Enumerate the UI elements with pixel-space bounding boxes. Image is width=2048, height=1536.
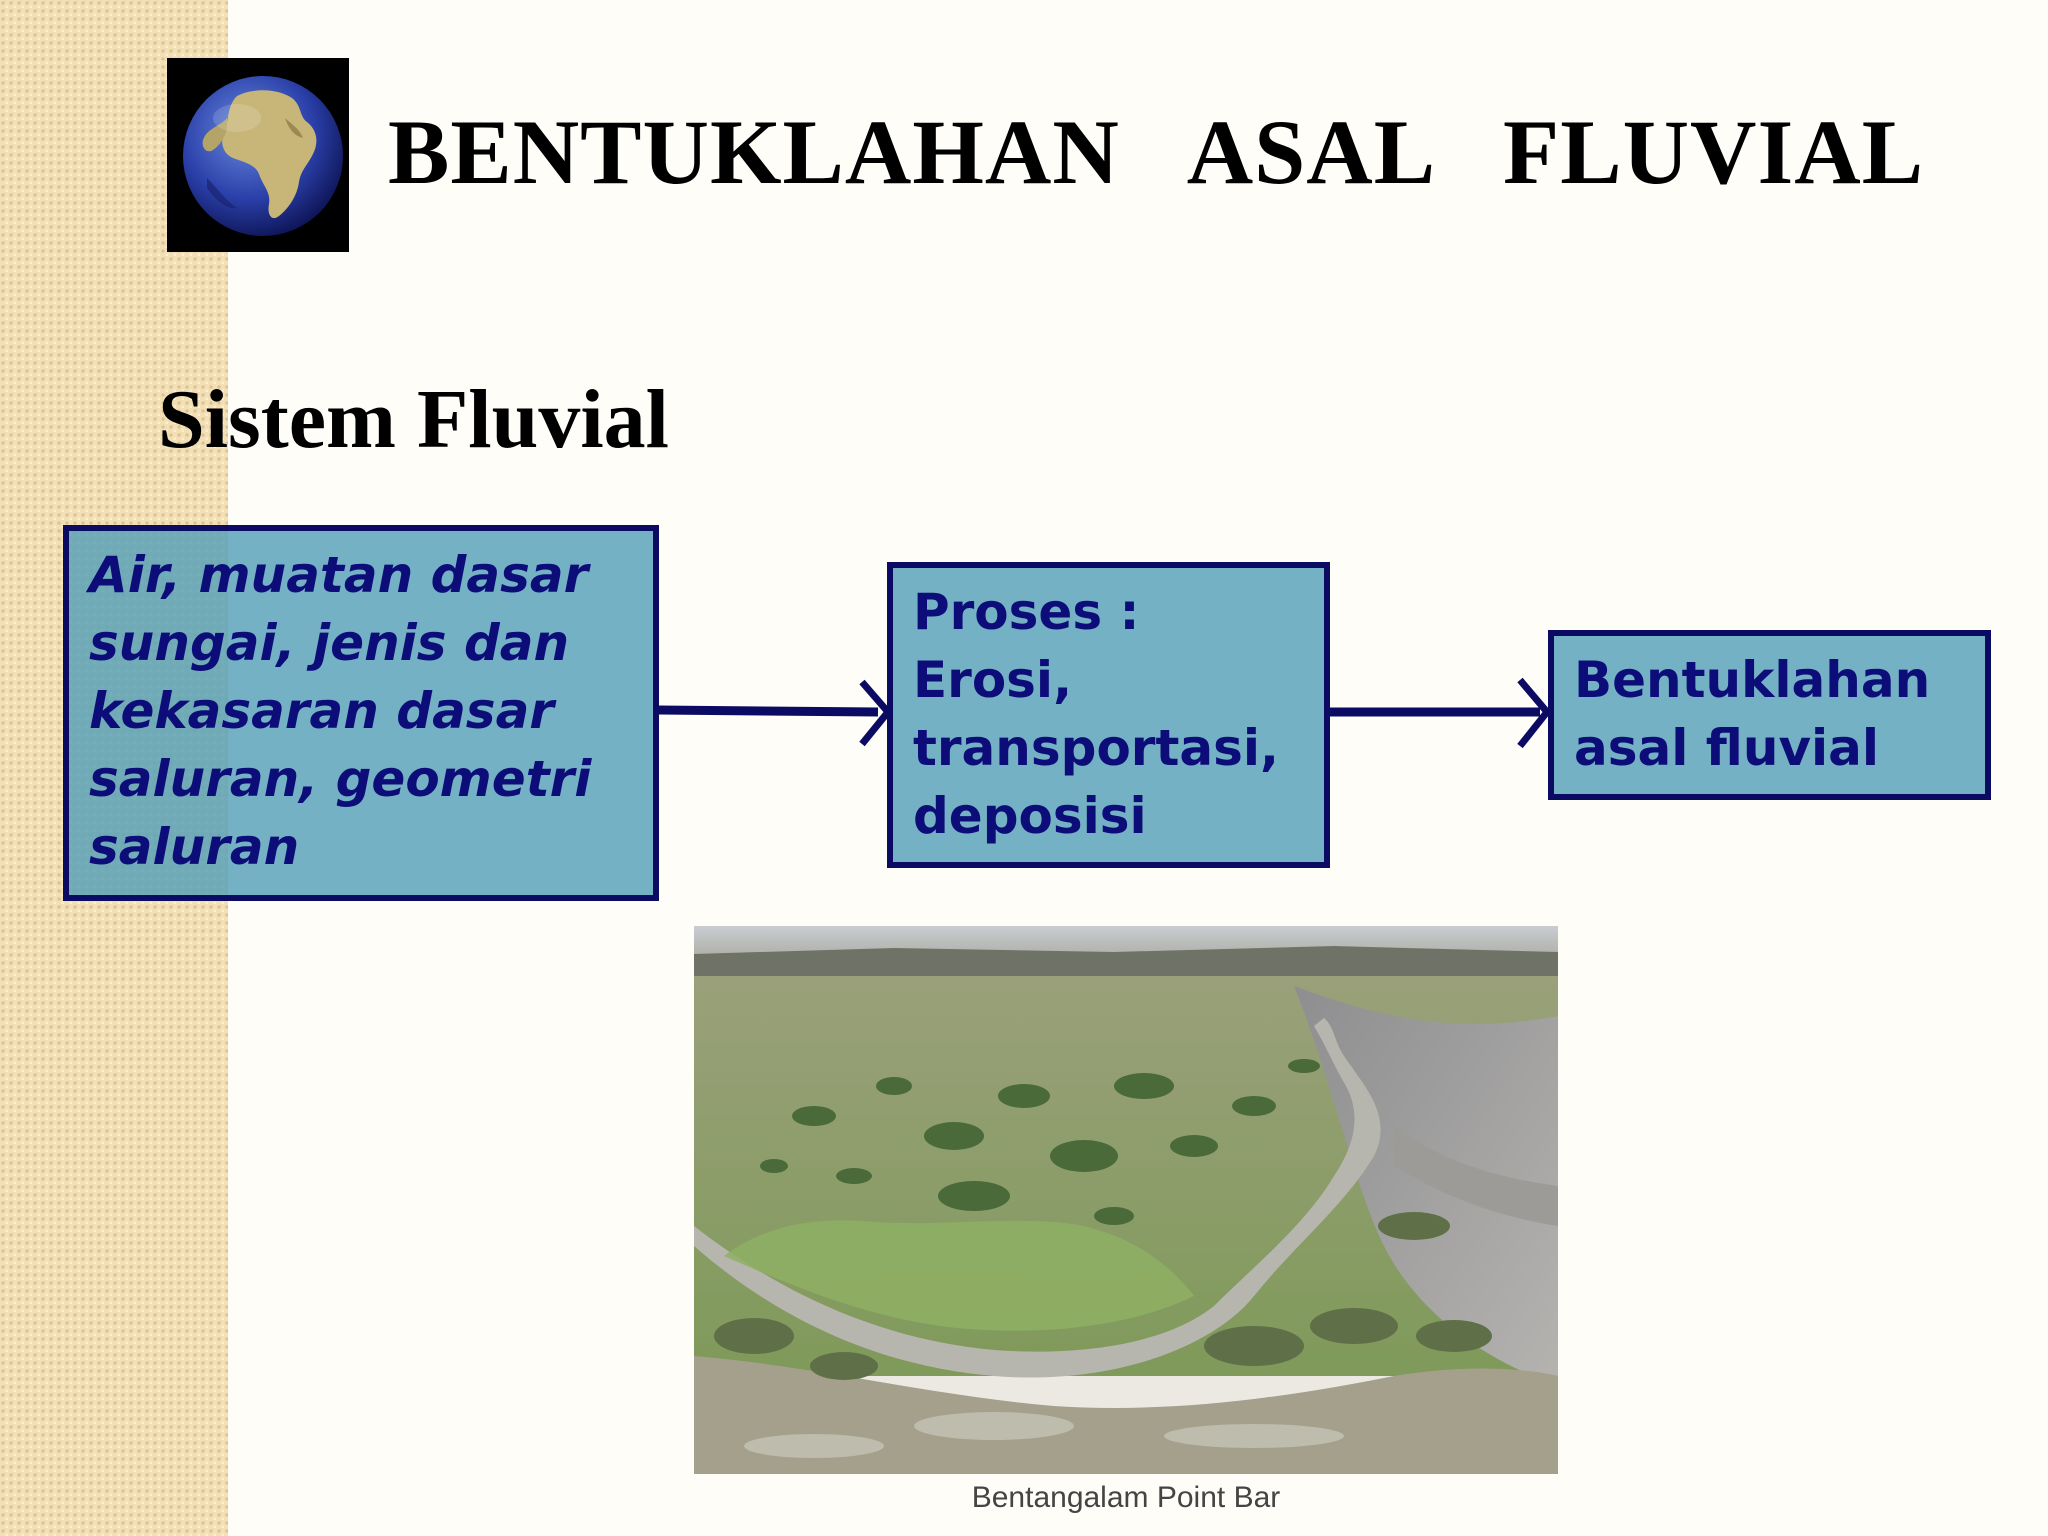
process-line: deposisi bbox=[913, 787, 1147, 845]
process-box: Proses : Erosi, transportasi, deposisi bbox=[887, 562, 1330, 868]
process-line: Erosi, bbox=[913, 651, 1073, 709]
photo-caption: Bentangalam Point Bar bbox=[971, 1481, 1281, 1514]
input-line: saluran, geometri bbox=[89, 750, 592, 808]
output-box: Bentuklahan asal fluvial bbox=[1548, 630, 1991, 800]
slide-title: BENTUKLAHAN ASAL FLUVIAL bbox=[388, 101, 1925, 203]
output-line: Bentuklahan bbox=[1574, 651, 1931, 709]
input-line: saluran bbox=[89, 818, 300, 876]
input-factors-box: Air, muatan dasar sungai, jenis dan keka… bbox=[63, 525, 659, 901]
arrow-input-to-process bbox=[658, 679, 893, 747]
section-heading: Sistem Fluvial bbox=[158, 373, 670, 466]
output-line: asal fluvial bbox=[1574, 719, 1880, 777]
process-line: Proses : bbox=[913, 583, 1140, 641]
point-bar-photo bbox=[694, 926, 1558, 1474]
input-line: sungai, jenis dan bbox=[89, 614, 570, 672]
process-line: transportasi, bbox=[913, 719, 1279, 777]
input-line: kekasaran dasar bbox=[89, 682, 554, 740]
globe-icon bbox=[167, 58, 349, 252]
arrow-process-to-output bbox=[1330, 677, 1552, 749]
input-line: Air, muatan dasar bbox=[89, 546, 589, 604]
